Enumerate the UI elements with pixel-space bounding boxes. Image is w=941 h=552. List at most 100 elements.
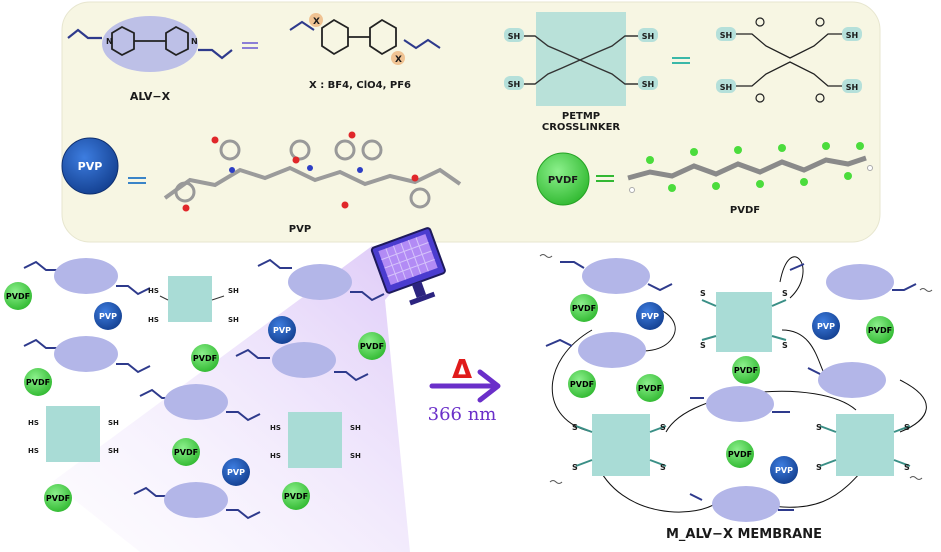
alv-x-ionic-structure: X X	[289, 13, 441, 65]
hs-label: HS	[28, 419, 39, 427]
pvdf-chip-label: PVDF	[548, 175, 578, 186]
pvdf-chip-text: PVDF	[868, 326, 892, 335]
pvdf-chip-text: PVDF	[572, 304, 596, 313]
equals-sign-2	[672, 57, 690, 64]
hs-label: HS	[148, 287, 159, 295]
viologen-unit	[235, 342, 369, 382]
pvdf-chip: PVDF	[24, 368, 52, 396]
s-atom: S	[904, 423, 910, 432]
petmp-explicit-structure: SH SH SH SH	[716, 17, 862, 103]
s-atom: S	[700, 341, 706, 350]
hs-label: HS	[270, 424, 281, 432]
anion-x-right: X	[395, 55, 402, 65]
pvp-chip-text: PVP	[273, 326, 291, 335]
heat-symbol: Δ	[452, 355, 472, 385]
petmp-ex-sh-2: SH	[720, 83, 732, 92]
s-atom: S	[816, 423, 822, 432]
n-atom-right: N	[191, 37, 198, 46]
pvdf-chip-text: PVDF	[360, 342, 384, 351]
pvdf-chip-text: PVDF	[193, 354, 217, 363]
crosslinker-unit: HS HS SH SH	[148, 276, 239, 324]
pvdf-chip-text: PVDF	[26, 378, 50, 387]
viologen-unit	[23, 258, 151, 296]
pvdf-chip: PVDF	[191, 344, 219, 372]
petmp-sh-4: SH	[642, 80, 654, 89]
membrane-network: S S S S S S S S S S S S PVDF PVDF PVDF P…	[539, 254, 933, 522]
s-atom: S	[816, 463, 822, 472]
pvp-chip-text: PVP	[99, 312, 117, 321]
sh-label: SH	[350, 424, 361, 432]
pvdf-chip: PVDF	[568, 370, 596, 398]
petmp-label: PETMP	[562, 111, 600, 122]
pvdf-chip: PVDF	[732, 356, 760, 384]
pvdf-chip: PVDF	[726, 440, 754, 468]
pvdf-chip-text: PVDF	[734, 366, 758, 375]
pvp-chip-large: PVP	[61, 137, 119, 195]
alv-x-label: ALV−X	[130, 90, 171, 103]
uv-light-beam	[52, 246, 410, 552]
petmp-structure: SH SH SH SH	[504, 12, 658, 106]
sh-label: SH	[350, 452, 361, 460]
crosslinker-label: CROSSLINKER	[542, 122, 621, 133]
equals-sign-1	[242, 42, 258, 49]
pvp-chip-text: PVP	[775, 466, 793, 475]
pvdf-chip-text: PVDF	[638, 384, 662, 393]
pvp-chip: PVP	[94, 302, 122, 330]
viologen-unit	[139, 384, 261, 422]
pvp-chip: PVP	[636, 302, 664, 330]
reaction-arrow	[429, 369, 501, 403]
hs-label: HS	[270, 452, 281, 460]
viologen-unit	[257, 258, 385, 302]
hs-label: HS	[28, 447, 39, 455]
s-atom: S	[782, 341, 788, 350]
pvdf-chip-text: PVDF	[46, 494, 70, 503]
pvdf-chip-text: PVDF	[284, 492, 308, 501]
pvdf-chip: PVDF	[4, 282, 32, 310]
petmp-ex-sh-3: SH	[846, 31, 858, 40]
viologen-unit	[789, 263, 917, 300]
sh-label: SH	[228, 316, 239, 324]
s-atom: S	[700, 289, 706, 298]
pvdf-chip-text: PVDF	[6, 292, 30, 301]
viologen-unit	[689, 486, 794, 522]
equals-sign-3	[128, 177, 146, 184]
pvp-chip-text: PVP	[817, 322, 835, 331]
viologen-unit	[807, 362, 886, 398]
pvp-chip: PVP	[222, 458, 250, 486]
petmp-sh-2: SH	[508, 80, 520, 89]
sh-label: SH	[108, 447, 119, 455]
s-atom: S	[904, 463, 910, 472]
pvdf-chip: PVDF	[570, 294, 598, 322]
pvdf-chip-large: PVDF	[536, 152, 590, 206]
equals-sign-4	[596, 175, 614, 182]
pvdf-chip-text: PVDF	[174, 448, 198, 457]
viologen-unit	[690, 386, 790, 422]
wavelength-label: 366 nm	[428, 404, 497, 425]
pvp-chip-text: PVP	[641, 312, 659, 321]
petmp-sh-3: SH	[642, 32, 654, 41]
sh-label: SH	[228, 287, 239, 295]
petmp-ex-sh-4: SH	[846, 83, 858, 92]
alv-x-structure: N N	[67, 16, 233, 72]
petmp-sh-1: SH	[508, 32, 520, 41]
pvdf-chip: PVDF	[282, 482, 310, 510]
pvp-chip-text: PVP	[227, 468, 245, 477]
pvp-chip: PVP	[812, 312, 840, 340]
hs-label: HS	[148, 316, 159, 324]
sh-label: SH	[108, 419, 119, 427]
crosslinker-unit: HS HS SH SH	[28, 406, 119, 462]
crosslinker-unit	[701, 292, 787, 352]
n-atom-left: N	[106, 37, 113, 46]
s-atom: S	[572, 463, 578, 472]
crosslinker-unit: HS HS SH SH	[270, 412, 361, 468]
pvp-label: PVP	[289, 224, 311, 235]
viologen-unit	[560, 258, 673, 294]
pvdf-chip-text: PVDF	[728, 450, 752, 459]
s-atom: S	[660, 463, 666, 472]
crosslinker-unit	[575, 414, 667, 476]
s-atom: S	[572, 423, 578, 432]
pvp-chip: PVP	[770, 456, 798, 484]
pvdf-chip: PVDF	[358, 332, 386, 360]
viologen-unit	[23, 336, 151, 374]
